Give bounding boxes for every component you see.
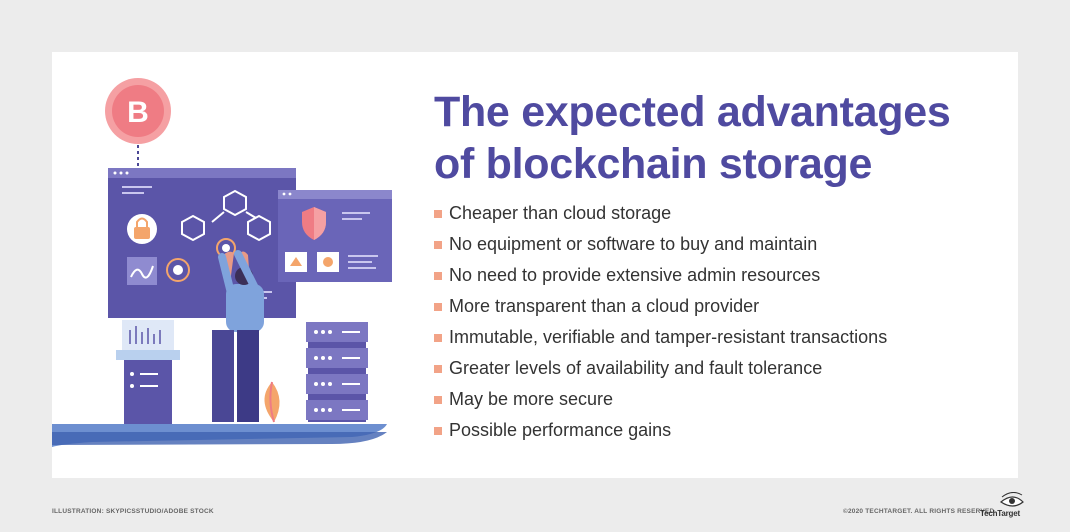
page-title: The expected advantages of blockchain st… [434, 88, 951, 188]
bullet-icon [434, 395, 442, 404]
bullet-icon [434, 302, 442, 311]
copyright-notice: ©2020 TECHTARGET. ALL RIGHTS RESERVED [843, 508, 995, 515]
person-figure [212, 250, 264, 422]
bullet-icon [434, 271, 442, 280]
list-item: More transparent than a cloud provider [434, 291, 887, 322]
list-item-label: Possible performance gains [449, 420, 672, 440]
svg-text:B: B [127, 96, 149, 129]
list-item-label: Greater levels of availability and fault… [449, 358, 823, 378]
server-rack-icon [116, 320, 180, 424]
list-item-label: Cheaper than cloud storage [449, 203, 672, 223]
list-item: No equipment or software to buy and main… [434, 229, 887, 260]
shield-icon [302, 207, 326, 240]
techtarget-logo: TechTarget [980, 491, 1026, 522]
secondary-screen-panel [278, 190, 392, 282]
list-item-label: May be more secure [449, 389, 614, 409]
bullet-icon [434, 426, 442, 435]
eye-logo-icon [999, 491, 1024, 507]
leaf-icon [264, 381, 280, 423]
lock-icon [127, 214, 157, 244]
list-item-label: No need to provide extensive admin resou… [449, 265, 821, 285]
list-item-label: More transparent than a cloud provider [449, 296, 760, 316]
bullet-icon [434, 209, 442, 218]
list-item: No need to provide extensive admin resou… [434, 260, 887, 291]
list-item-label: Immutable, verifiable and tamper-resista… [449, 327, 888, 347]
bullet-icon [434, 364, 442, 373]
list-item: Greater levels of availability and fault… [434, 353, 887, 384]
bullet-icon [434, 240, 442, 249]
blockchain-cubes [181, 189, 271, 242]
infographic-card: B [52, 52, 1018, 478]
bullet-icon [434, 333, 442, 342]
list-item: Possible performance gains [434, 415, 887, 446]
list-item-label: No equipment or software to buy and main… [449, 234, 818, 254]
list-item: May be more secure [434, 384, 887, 415]
blockchain-illustration: B [52, 78, 392, 447]
list-item: Immutable, verifiable and tamper-resista… [434, 322, 887, 353]
logo-text: TechTarget [980, 509, 1020, 518]
server-stack-icon [306, 322, 368, 422]
main-screen-panel [108, 168, 296, 318]
advantages-list: Cheaper than cloud storage No equipment … [434, 198, 887, 446]
bitcoin-coin-icon: B [105, 78, 171, 168]
list-item: Cheaper than cloud storage [434, 198, 887, 229]
illustration-credit: ILLUSTRATION: SKYPICSSTUDIO/ADOBE STOCK [52, 508, 214, 515]
